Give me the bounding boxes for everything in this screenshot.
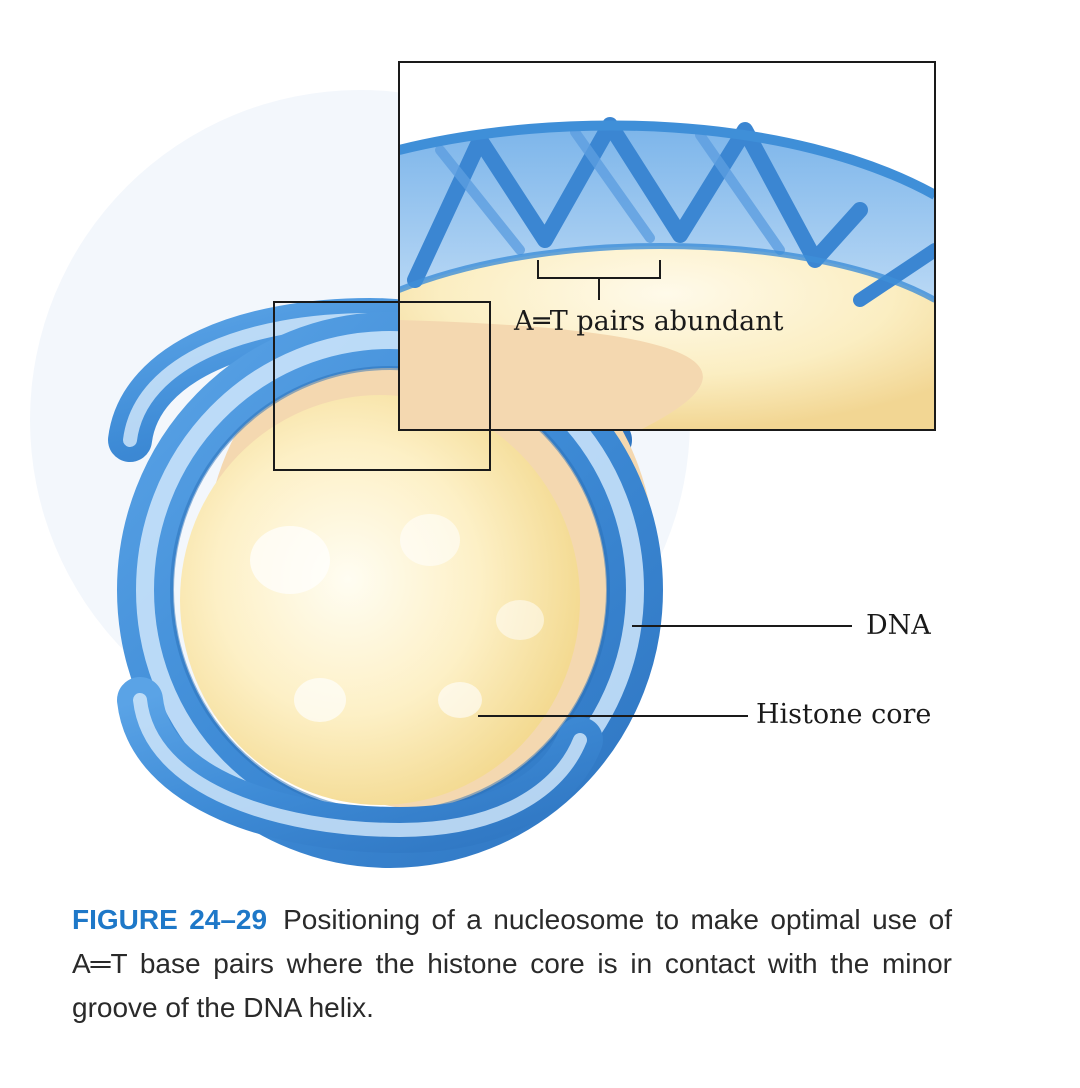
zoom-inset xyxy=(398,61,936,431)
dna-label: DNA xyxy=(866,610,931,641)
figure-number: FIGURE 24–29 xyxy=(72,904,268,935)
zoom-source-box xyxy=(273,301,491,471)
caption-text: Positioning of a nucleosome to make opti… xyxy=(72,904,952,1023)
at-pairs-label: A═T pairs abundant xyxy=(514,306,784,337)
nucleosome xyxy=(108,297,663,868)
histone-core-label: Histone core xyxy=(756,699,932,730)
at-pairs-bracket xyxy=(537,260,661,300)
nucleosome-illustration xyxy=(30,61,936,868)
